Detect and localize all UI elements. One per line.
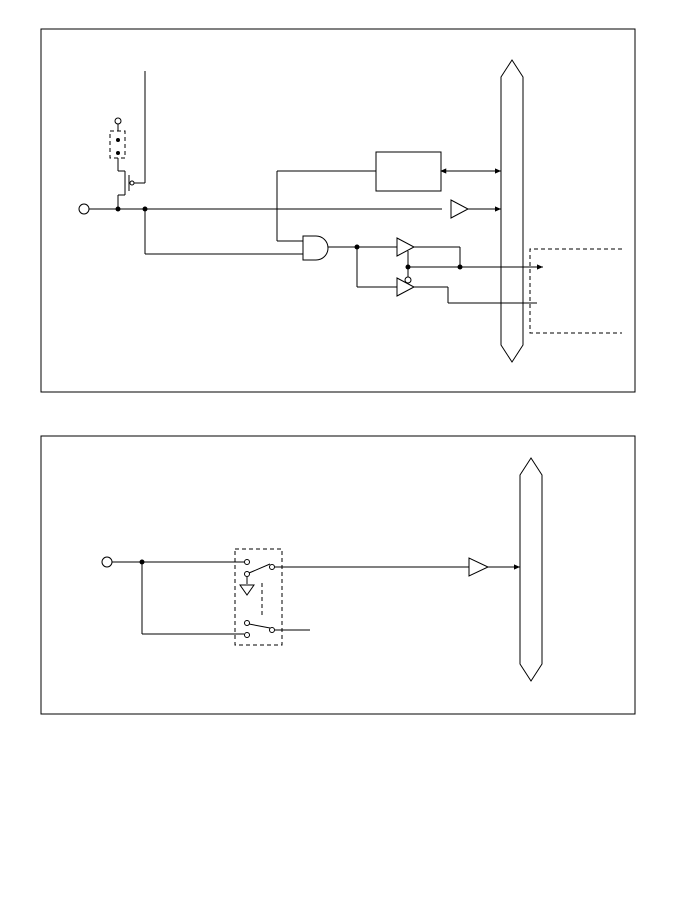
ground-icon xyxy=(239,584,255,596)
junction-dot xyxy=(457,264,463,270)
pin-pad-icon xyxy=(78,203,90,215)
pullup-terminal-icon xyxy=(114,117,122,125)
and-gate-icon xyxy=(302,235,329,261)
switch-option-box xyxy=(234,548,283,646)
register-block xyxy=(375,151,442,192)
input-buffer-icon xyxy=(468,557,490,577)
top-diagram-frame xyxy=(40,28,636,393)
top-circuit-diagram xyxy=(40,28,636,393)
enable-bubble-icon xyxy=(404,276,412,284)
switch-contact-icon xyxy=(269,564,275,570)
peripheral-dashed-box xyxy=(529,248,622,334)
internal-bus xyxy=(519,457,543,682)
option-contact-dot-icon xyxy=(116,151,120,155)
switch-contact-icon xyxy=(269,627,275,633)
junction-dot xyxy=(115,206,121,212)
option-contact-dot-icon xyxy=(116,138,120,142)
switch-contact-icon xyxy=(244,571,250,577)
bottom-circuit-diagram xyxy=(40,435,636,715)
input-buffer-icon xyxy=(450,199,470,219)
pin-pad-icon xyxy=(101,556,113,568)
bottom-diagram-frame xyxy=(40,435,636,715)
upper-buffer-icon xyxy=(396,237,416,257)
lower-buffer-icon xyxy=(396,277,416,297)
switch-contact-icon xyxy=(244,559,250,565)
internal-bus xyxy=(500,59,524,363)
pullup-gate-bubble-icon xyxy=(129,180,135,186)
switch-contact-icon xyxy=(244,632,250,638)
upper-switch-blade xyxy=(248,563,271,574)
switch-contact-icon xyxy=(244,620,250,626)
lower-switch-blade xyxy=(248,623,271,629)
